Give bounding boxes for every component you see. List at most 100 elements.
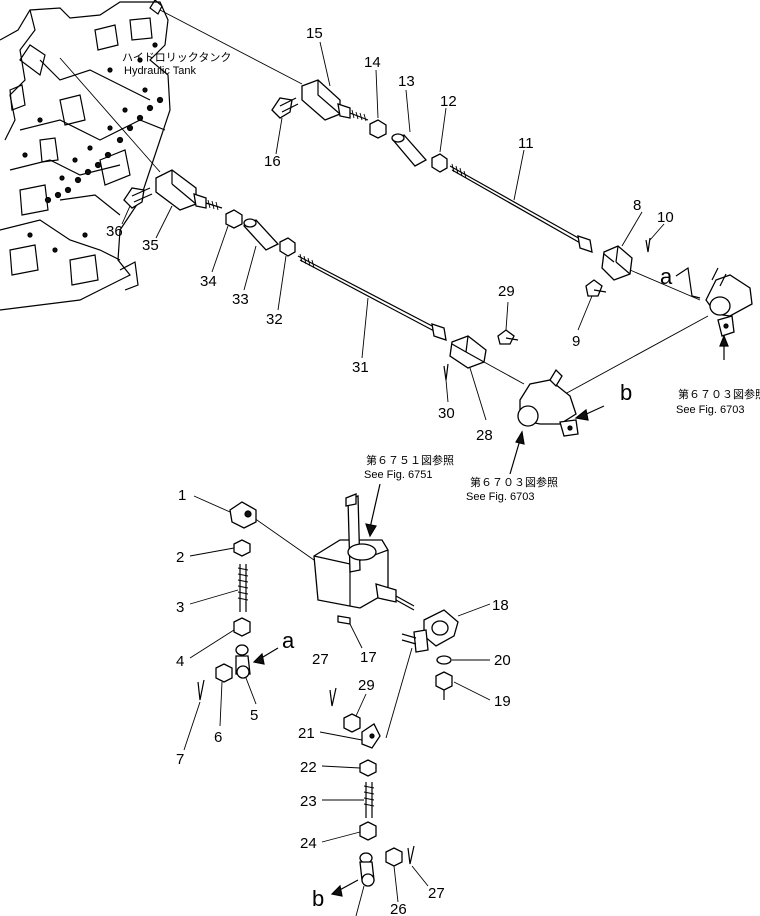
hydraulic-tank-label-jp: ハイドロリックタンク (122, 51, 231, 64)
cotter-pin-30 (443, 363, 449, 381)
nut-29-lower (343, 713, 361, 733)
tube-33 (242, 218, 280, 251)
leader-line-28-bellcrank (483, 361, 525, 385)
nut-14 (369, 119, 387, 139)
arrow-a-upper (675, 266, 693, 297)
number-leaders (121, 41, 665, 903)
nut-22 (359, 759, 377, 777)
part-number-20: 20 (494, 652, 511, 669)
part-number-12: 12 (440, 93, 457, 110)
hydraulic-tank-assembly (0, 0, 171, 311)
bell-crank (517, 368, 579, 437)
leader-line-bracket-bellcrank (564, 315, 709, 395)
nut-6 (215, 663, 233, 683)
key-17 (337, 615, 351, 625)
ref-6751-jp: 第６７５１図参照 (366, 453, 454, 467)
arrow-6751 (369, 483, 381, 529)
cotter-pin-27-upper (329, 687, 337, 707)
ref-6703-upper-en: See Fig. 6703 (676, 404, 745, 416)
leader-line-1-body (253, 517, 315, 561)
clevis-15 (301, 79, 369, 122)
part-number-3: 3 (176, 599, 184, 616)
nut-26 (385, 847, 403, 867)
leader-line-18-21 (385, 647, 413, 739)
part-number-33: 33 (232, 291, 249, 308)
nut-32 (279, 237, 296, 257)
rod-end-lower (359, 852, 375, 887)
bolt-19 (435, 671, 453, 700)
clevis-1 (229, 501, 257, 529)
part-number-29-upper: 29 (498, 283, 515, 300)
clevis-8 (601, 245, 633, 281)
ref-6703-lower-en: See Fig. 6703 (466, 491, 535, 503)
part-number-21: 21 (298, 725, 315, 742)
threaded-rod-23 (363, 782, 375, 818)
leader-line-tank-15 (159, 9, 303, 85)
part-number-28: 28 (476, 427, 493, 444)
part-number-34: 34 (200, 273, 217, 290)
part-number-11: 11 (518, 135, 534, 152)
cotter-pin-10 (645, 237, 651, 253)
part-number-36: 36 (106, 223, 123, 240)
part-number-26: 26 (390, 901, 407, 916)
bolt-16 (271, 97, 299, 119)
rod-31 (297, 253, 447, 341)
part-number-27-lower: 27 (428, 885, 445, 902)
part-number-5: 5 (250, 707, 258, 724)
part-number-14: 14 (364, 54, 381, 71)
part-number-7: 7 (176, 751, 184, 768)
part-number-8: 8 (633, 197, 641, 214)
part-number-15: 15 (306, 25, 323, 42)
pin-29-upper (497, 329, 519, 345)
clevis-35 (155, 169, 223, 211)
part-number-32: 32 (266, 311, 283, 328)
part-numbers: 15 14 13 12 11 8 10 16 36 35 34 33 32 31… (106, 25, 674, 916)
part-number-27-upper: 27 (312, 651, 329, 668)
nut-2 (233, 539, 251, 557)
letter-b-lower: b (312, 886, 324, 911)
part-number-13: 13 (398, 73, 415, 90)
clevis-28 (449, 335, 487, 369)
threaded-rod-3 (237, 564, 249, 612)
rod-end-5 (235, 644, 251, 679)
cotter-pin-27-lower (407, 845, 415, 865)
part-number-16: 16 (264, 153, 281, 170)
hydraulic-tank-label-en: Hydraulic Tank (124, 65, 196, 77)
nut-4 (233, 617, 251, 637)
part-number-9: 9 (572, 333, 580, 350)
arrow-6703-lower (509, 439, 521, 475)
part-number-31: 31 (352, 359, 369, 376)
part-number-6: 6 (214, 729, 222, 746)
part-number-1: 1 (178, 487, 186, 504)
leader-line-tank-35 (59, 57, 161, 173)
letter-a-lower: a (282, 628, 295, 653)
bracket-right (705, 267, 753, 337)
bolt-36 (123, 187, 153, 209)
valve-body (313, 493, 415, 611)
part-number-29-lower: 29 (358, 677, 375, 694)
ref-6751-en: See Fig. 6751 (364, 469, 433, 481)
part-number-18: 18 (492, 597, 509, 614)
lever-18 (401, 609, 459, 653)
pin-9 (585, 279, 607, 297)
ref-6703-upper-jp: 第６７０３図参照 (678, 387, 760, 401)
part-number-22: 22 (300, 759, 317, 776)
part-number-4: 4 (176, 653, 184, 670)
cotter-pin-7 (197, 679, 205, 701)
washer-20 (436, 655, 452, 665)
nut-34 (225, 209, 243, 229)
part-number-24: 24 (300, 835, 317, 852)
part-number-19: 19 (494, 693, 511, 710)
rod-11 (449, 163, 593, 253)
part-number-10: 10 (657, 209, 674, 226)
nut-24 (359, 821, 377, 841)
part-number-2: 2 (176, 549, 184, 566)
part-number-35: 35 (142, 237, 159, 254)
part-number-23: 23 (300, 793, 317, 810)
part-number-17: 17 (360, 649, 377, 666)
rod-end-21 (361, 723, 381, 749)
letter-a-upper: a (660, 264, 673, 289)
nut-12 (431, 153, 448, 173)
part-number-30: 30 (438, 405, 455, 422)
